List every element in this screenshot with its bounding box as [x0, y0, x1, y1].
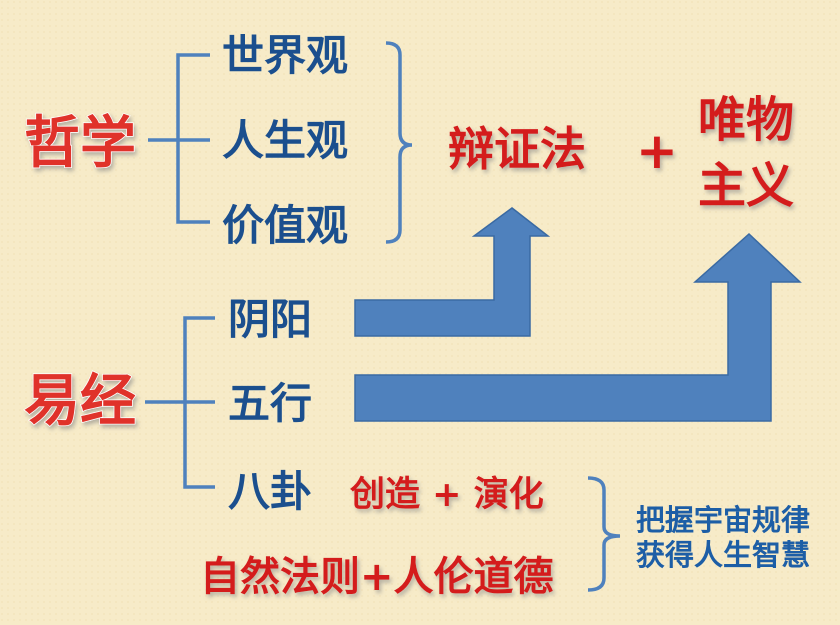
- item-lifeview: 人生观: [222, 116, 348, 165]
- item-wuxing: 五行: [228, 379, 312, 428]
- yijing-bracket: [145, 316, 215, 489]
- philosophy-bracket: [148, 53, 210, 224]
- item-yinyang: 阴阳: [228, 295, 312, 344]
- item-valueview: 价值观: [222, 201, 348, 250]
- philosophy-title: 哲学: [24, 111, 136, 176]
- plus-sign: +: [636, 122, 678, 180]
- bagua-note: 创造 + 演化: [349, 475, 544, 515]
- yijing-title: 易经: [24, 369, 136, 434]
- materialism-line1: 唯物: [698, 92, 794, 148]
- item-bagua: 八卦: [228, 467, 312, 516]
- bottom-line: 自然法则+人伦道德: [200, 554, 554, 600]
- arrow-to-materialism: [354, 232, 802, 422]
- dialectics: 辩证法: [448, 122, 586, 176]
- philosophy-brace: [385, 41, 413, 244]
- materialism-line2: 主义: [698, 158, 794, 214]
- conclusion-brace: [587, 476, 621, 592]
- conclusion-line1: 把握宇宙规律: [636, 503, 810, 537]
- conclusion-line2: 获得人生智慧: [636, 538, 810, 572]
- arrow-to-dialectics: [354, 207, 551, 337]
- item-worldview: 世界观: [222, 31, 348, 80]
